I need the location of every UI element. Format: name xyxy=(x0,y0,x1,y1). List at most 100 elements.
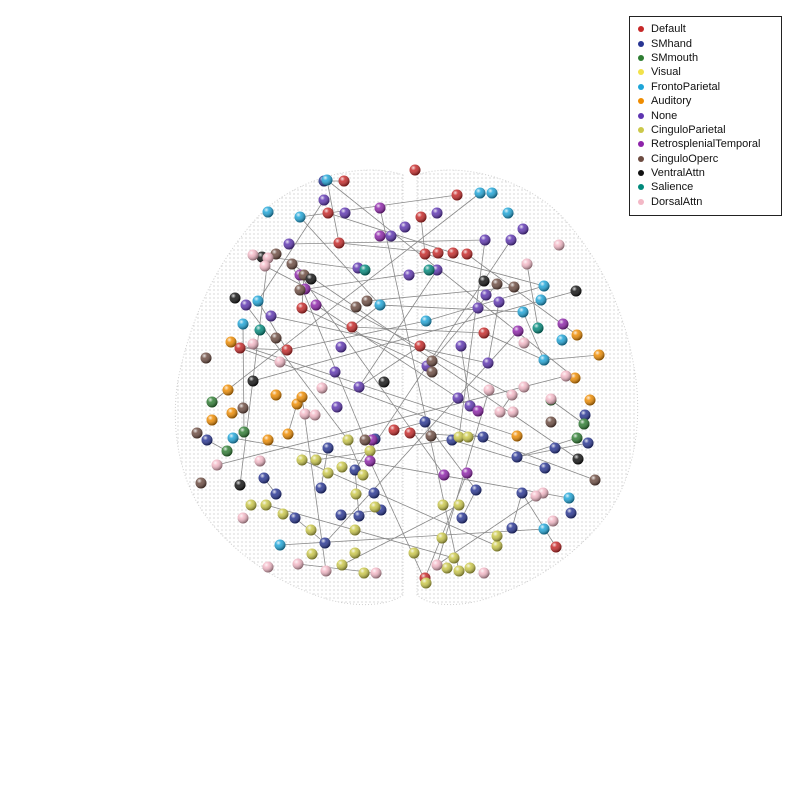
region-node xyxy=(403,269,415,281)
region-node xyxy=(368,487,380,499)
region-node xyxy=(479,234,491,246)
region-node xyxy=(438,469,450,481)
region-node xyxy=(349,524,361,536)
region-node xyxy=(486,187,498,199)
region-node xyxy=(518,381,530,393)
legend-swatch xyxy=(638,170,644,177)
region-node xyxy=(234,342,246,354)
region-node xyxy=(358,567,370,579)
legend-item: FrontoParietal xyxy=(638,80,781,94)
region-node xyxy=(258,472,270,484)
connection-edge xyxy=(341,504,460,566)
region-node xyxy=(511,451,523,463)
connection-edge xyxy=(315,436,469,461)
region-node xyxy=(511,430,523,442)
legend-label: CinguloParietal xyxy=(651,123,726,136)
region-node xyxy=(539,462,551,474)
region-node xyxy=(423,264,435,276)
region-node xyxy=(582,437,594,449)
region-node xyxy=(254,324,266,336)
region-node xyxy=(431,207,443,219)
brain-surface-mesh xyxy=(174,169,639,605)
region-node xyxy=(294,211,306,223)
region-node xyxy=(225,336,237,348)
connection-edge xyxy=(522,311,545,361)
connection-edge xyxy=(301,459,498,547)
legend-item: VentralAttn xyxy=(638,166,781,180)
connection-edge xyxy=(420,216,426,255)
region-node xyxy=(201,434,213,446)
legend-swatch xyxy=(638,155,644,162)
legend-swatch xyxy=(638,54,644,61)
connection-edge xyxy=(379,207,460,572)
connection-edge xyxy=(252,290,577,382)
connection-edge xyxy=(211,192,481,403)
region-node xyxy=(420,315,432,327)
region-node xyxy=(482,357,494,369)
region-node xyxy=(461,248,473,260)
region-node xyxy=(333,237,345,249)
region-node xyxy=(319,537,331,549)
region-node xyxy=(565,507,577,519)
region-node xyxy=(517,223,529,235)
connection-edge xyxy=(257,300,288,351)
legend-item: CinguloOperc xyxy=(638,152,781,166)
region-node xyxy=(589,474,601,486)
region-node xyxy=(195,477,207,489)
connection-edge xyxy=(483,332,545,361)
region-node xyxy=(521,258,533,270)
region-node xyxy=(286,258,298,270)
region-node xyxy=(436,532,448,544)
legend-item: SMmouth xyxy=(638,51,781,65)
region-node xyxy=(353,381,365,393)
legend-item: Default xyxy=(638,22,781,36)
region-node xyxy=(480,289,492,301)
legend-swatch xyxy=(638,69,644,76)
connection-edge xyxy=(424,472,468,579)
region-node xyxy=(237,512,249,524)
region-node xyxy=(237,318,249,330)
region-node xyxy=(571,329,583,341)
region-node xyxy=(364,445,376,457)
region-node xyxy=(470,484,482,496)
region-node xyxy=(431,264,443,276)
connection-edge xyxy=(521,492,557,548)
region-node xyxy=(431,559,443,571)
region-node xyxy=(265,310,277,322)
region-node xyxy=(538,280,550,292)
region-node xyxy=(425,430,437,442)
connection-edge xyxy=(232,437,570,499)
region-node xyxy=(517,306,529,318)
region-node xyxy=(452,392,464,404)
region-node xyxy=(415,211,427,223)
region-node xyxy=(206,414,218,426)
region-node xyxy=(399,221,411,233)
connection-edge xyxy=(526,263,539,329)
legend-swatch xyxy=(638,184,644,191)
region-node xyxy=(315,482,327,494)
legend-label: None xyxy=(651,109,678,122)
region-node xyxy=(274,539,286,551)
region-node xyxy=(560,370,572,382)
region-node xyxy=(549,442,561,454)
connection-edge xyxy=(351,304,381,328)
legend-item: CinguloParietal xyxy=(638,123,781,137)
region-node xyxy=(478,275,490,287)
legend-swatch xyxy=(638,112,644,119)
region-node xyxy=(508,281,520,293)
region-node xyxy=(336,559,348,571)
region-node xyxy=(321,174,333,186)
region-node xyxy=(547,515,559,527)
region-node xyxy=(374,299,386,311)
region-node xyxy=(507,406,519,418)
connection-edge xyxy=(516,437,578,458)
legend-label: VentralAttn xyxy=(651,167,705,180)
legend-label: SMmouth xyxy=(651,51,699,64)
connection-edge xyxy=(487,301,500,364)
region-node xyxy=(342,434,354,446)
region-node xyxy=(346,321,358,333)
region-node xyxy=(200,352,212,364)
region-node xyxy=(556,334,568,346)
region-node xyxy=(584,394,596,406)
